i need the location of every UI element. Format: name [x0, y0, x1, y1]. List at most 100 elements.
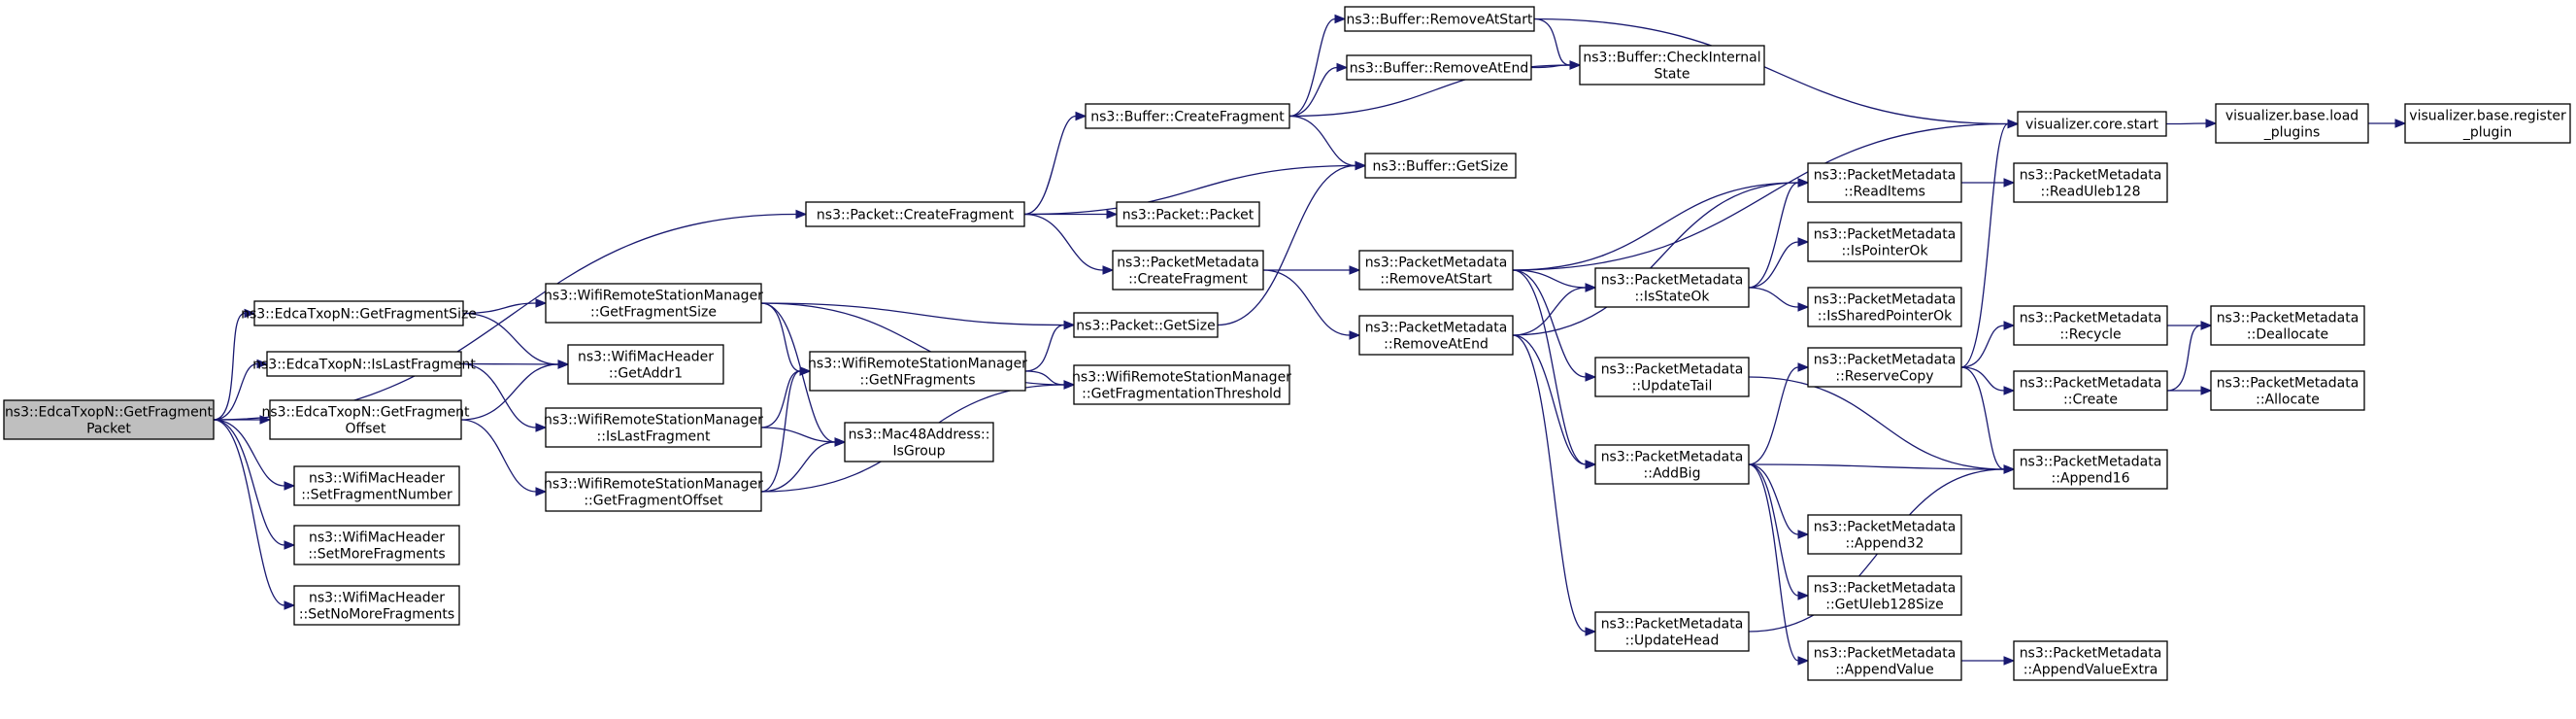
- node-label: ns3::Packet::GetSize: [1076, 319, 1215, 334]
- edge-line: [1288, 115, 1356, 167]
- node-pm-remove-at-start[interactable]: ns3::PacketMetadata::RemoveAtStart: [1358, 250, 1514, 291]
- node-pkt-packet[interactable]: ns3::Packet::Packet: [1116, 201, 1260, 227]
- node-label: ::Allocate: [2256, 393, 2320, 408]
- node-set-more-frag[interactable]: ns3::WifiMacHeader::SetMoreFragments: [293, 525, 460, 565]
- node-is-group[interactable]: ns3::Mac48Address::IsGroup: [844, 422, 994, 462]
- edge-pmRemoveAtEnd-to-pmIsStateOk: [1512, 283, 1597, 336]
- node-pm-append32[interactable]: ns3::PacketMetadata::Append32: [1807, 514, 1962, 555]
- node-viz-base-load[interactable]: visualizer.base.load_plugins: [2215, 103, 2369, 144]
- node-label: ns3::PacketMetadata: [1601, 617, 1744, 633]
- node-pm-get-uleb128-size[interactable]: ns3::PacketMetadata::GetUleb128Size: [1807, 575, 1962, 616]
- edge-arrowhead: [1106, 209, 1119, 220]
- node-pm-append16[interactable]: ns3::PacketMetadata::Append16: [2013, 449, 2168, 490]
- edge-line: [760, 370, 801, 493]
- node-get-addr1[interactable]: ns3::WifiMacHeader::GetAddr1: [567, 344, 724, 385]
- node-pm-append-value[interactable]: ns3::PacketMetadata::AppendValue: [1807, 640, 1962, 681]
- node-label: ns3::PacketMetadata: [2020, 646, 2162, 662]
- node-label: ns3::EdcaTxopN::GetFragmentSize: [241, 307, 477, 323]
- node-pm-is-state-ok[interactable]: ns3::PacketMetadata::IsStateOk: [1594, 267, 1750, 308]
- node-label: ns3::Buffer::CheckInternal: [1583, 51, 1760, 66]
- node-pm-create-frag[interactable]: ns3::PacketMetadata::CreateFragment: [1112, 250, 1264, 291]
- edge-line: [462, 302, 537, 315]
- node-box: [1807, 514, 1962, 555]
- edge-line: [213, 362, 258, 421]
- node-label: visualizer.base.register: [2409, 109, 2566, 124]
- node-pm-create[interactable]: ns3::PacketMetadata::Create: [2013, 370, 2168, 411]
- edge-root-to-setMoreFrag: [213, 419, 296, 550]
- node-box: [1073, 364, 1290, 405]
- node-buf-remove-at-end[interactable]: ns3::Buffer::RemoveAtEnd: [1346, 54, 1532, 81]
- node-label: ns3::PacketMetadata: [1365, 321, 1508, 336]
- node-buf-remove-at-start[interactable]: ns3::Buffer::RemoveAtStart: [1344, 6, 1535, 32]
- edge-line: [1024, 370, 1065, 386]
- node-pkt-create-frag[interactable]: ns3::Packet::CreateFragment: [805, 201, 1025, 227]
- node-label: ns3::WifiMacHeader: [578, 350, 714, 365]
- node-pm-read-uleb128[interactable]: ns3::PacketMetadata::ReadUleb128: [2013, 162, 2168, 203]
- node-is-last-frag[interactable]: ns3::EdcaTxopN::IsLastFragment: [252, 351, 476, 377]
- edge-arrowhead: [535, 423, 548, 432]
- node-pm-is-shared-pointer-ok[interactable]: ns3::PacketMetadata::IsSharedPointerOk: [1807, 287, 1962, 327]
- edge-pmCreateFrag-to-pmRemoveAtEnd: [1262, 269, 1361, 340]
- node-set-no-more-frag[interactable]: ns3::WifiMacHeader::SetNoMoreFragments: [293, 585, 460, 626]
- node-pm-reserve-copy[interactable]: ns3::PacketMetadata::ReserveCopy: [1807, 347, 1962, 388]
- node-label: IsGroup: [892, 444, 945, 460]
- node-pm-allocate[interactable]: ns3::PacketMetadata::Allocate: [2210, 370, 2365, 411]
- node-pm-is-pointer-ok[interactable]: ns3::PacketMetadata::IsPointerOk: [1807, 222, 1962, 262]
- edge-getFragOffset-to-wrsmGetFragOffset: [460, 419, 548, 496]
- edge-line: [760, 370, 801, 428]
- edge-pmRemoveAtStart-to-pmReadItems: [1512, 178, 1810, 271]
- edge-line: [460, 419, 537, 493]
- node-pkt-get-size[interactable]: ns3::Packet::GetSize: [1073, 312, 1219, 338]
- node-viz-base-register[interactable]: visualizer.base.register_plugin: [2404, 103, 2571, 144]
- edge-line: [1512, 182, 1799, 271]
- node-pm-recycle[interactable]: ns3::PacketMetadata::Recycle: [2013, 305, 2168, 346]
- edge-bufRemoveAtEnd-to-bufCheckInternal: [1530, 60, 1582, 70]
- node-label: ::Recycle: [2059, 327, 2121, 343]
- edge-line: [1748, 463, 1799, 597]
- node-wrsm-get-frag-offset[interactable]: ns3::WifiRemoteStationManager::GetFragme…: [544, 471, 763, 512]
- node-pm-update-tail[interactable]: ns3::PacketMetadata::UpdateTail: [1594, 357, 1750, 397]
- node-set-frag-num[interactable]: ns3::WifiMacHeader::SetFragmentNumber: [293, 465, 460, 506]
- node-frag-threshold[interactable]: ns3::WifiRemoteStationManager::GetFragme…: [1072, 364, 1291, 405]
- node-label: ns3::Buffer::GetSize: [1373, 159, 1509, 175]
- edge-pmCreate-to-pmDeallocate: [2166, 321, 2213, 392]
- node-viz-core-start[interactable]: visualizer.core.start: [2017, 111, 2167, 137]
- node-label: ::ReadItems: [1844, 185, 1925, 200]
- node-label: ns3::WifiRemoteStationManager: [544, 413, 763, 428]
- node-pm-read-items[interactable]: ns3::PacketMetadata::ReadItems: [1807, 162, 1962, 203]
- edge-arrowhead: [2003, 656, 2016, 666]
- node-get-frag-offset[interactable]: ns3::EdcaTxopN::GetFragmentOffset: [261, 399, 470, 440]
- node-wrsm-get-n-frags[interactable]: ns3::WifiRemoteStationManager::GetNFragm…: [808, 351, 1027, 392]
- node-label: ns3::EdcaTxopN::IsLastFragment: [252, 358, 476, 373]
- edge-line: [760, 302, 801, 372]
- node-pm-deallocate[interactable]: ns3::PacketMetadata::Deallocate: [2210, 305, 2365, 346]
- edge-line: [1024, 324, 1065, 372]
- edge-arrowhead: [1797, 302, 1810, 312]
- edge-arrowhead: [2003, 321, 2016, 330]
- node-wrsm-get-frag-size[interactable]: ns3::WifiRemoteStationManager::GetFragme…: [544, 283, 763, 324]
- edge-pktCreateFrag-to-pktPacket: [1024, 209, 1119, 220]
- node-label: visualizer.base.load: [2225, 109, 2359, 124]
- node-pm-update-head[interactable]: ns3::PacketMetadata::UpdateHead: [1594, 611, 1750, 652]
- edge-line: [1748, 463, 1799, 662]
- node-wrsm-is-last-frag[interactable]: ns3::WifiRemoteStationManager::IsLastFra…: [544, 407, 763, 448]
- node-label: ns3::Packet::Packet: [1122, 208, 1255, 223]
- node-buf-get-size[interactable]: ns3::Buffer::GetSize: [1364, 153, 1517, 179]
- node-pm-remove-at-end[interactable]: ns3::PacketMetadata::RemoveAtEnd: [1358, 315, 1514, 356]
- node-box: [2215, 103, 2369, 144]
- node-pm-append-value-extra[interactable]: ns3::PacketMetadata::AppendValueExtra: [2013, 640, 2168, 681]
- node-pm-add-big[interactable]: ns3::PacketMetadata::AddBig: [1594, 444, 1750, 485]
- edge-arrowhead: [1797, 656, 1810, 666]
- edge-line: [1023, 213, 1104, 271]
- node-buf-create-frag[interactable]: ns3::Buffer::CreateFragment: [1085, 103, 1290, 129]
- node-label: ns3::PacketMetadata: [1601, 362, 1744, 378]
- edge-line: [1748, 376, 2005, 470]
- edge-bufCreateFrag-to-bufRemoveAtEnd: [1288, 62, 1349, 118]
- node-get-frag-size[interactable]: ns3::EdcaTxopN::GetFragmentSize: [241, 300, 477, 326]
- edge-arrowhead: [1063, 320, 1076, 330]
- node-label: ns3::EdcaTxopN::GetFragment: [261, 405, 470, 421]
- edge-line: [1288, 66, 1338, 118]
